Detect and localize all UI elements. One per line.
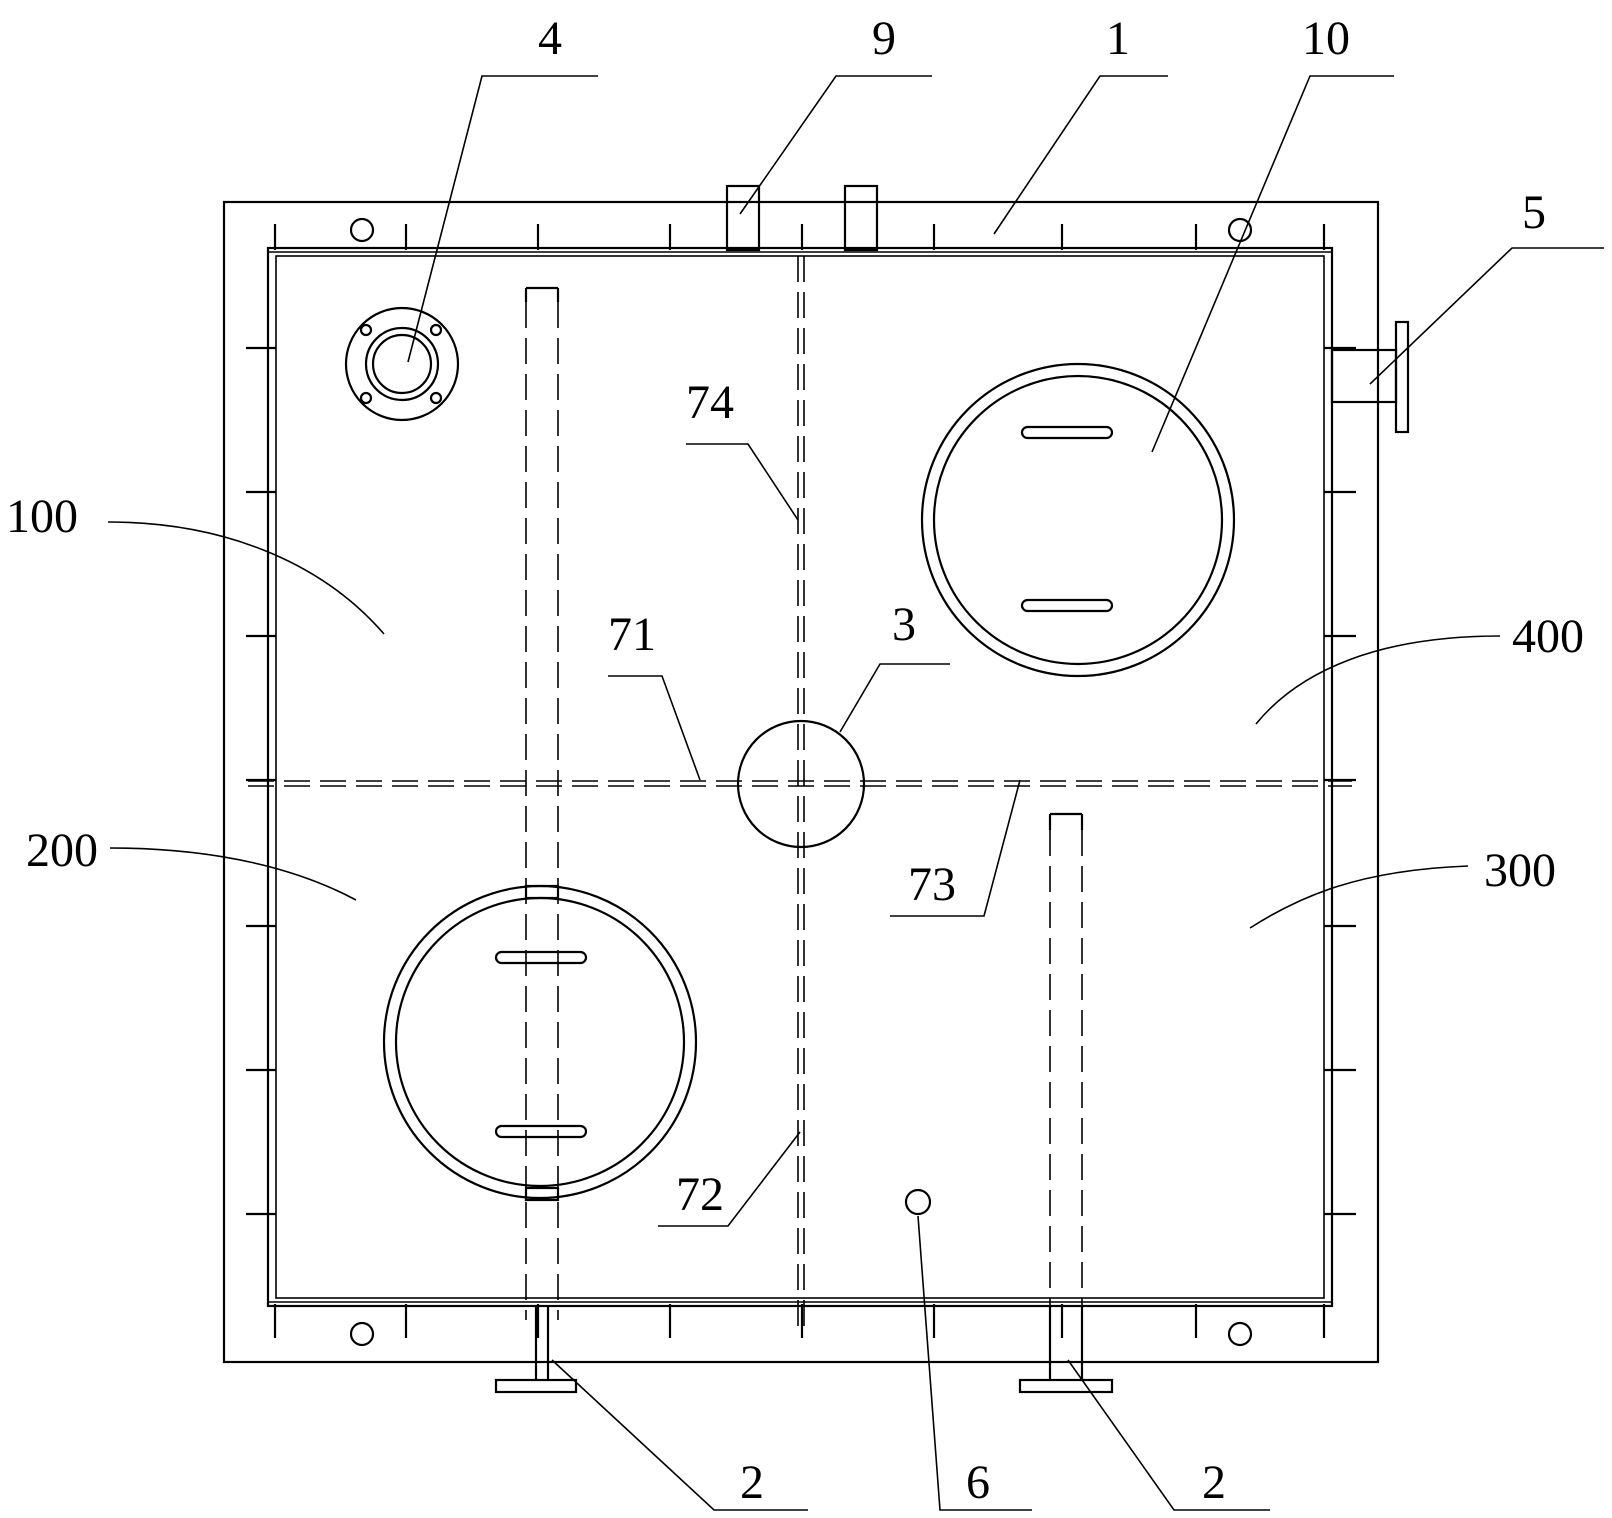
central-hub <box>736 719 866 849</box>
manhole-lower-inner <box>394 896 686 1188</box>
leader-72 <box>658 1131 801 1227</box>
label-2-left: 2 <box>740 1456 764 1509</box>
outer-frame <box>222 200 1380 1364</box>
corner-hole-top-left <box>349 217 375 243</box>
flange-bolt-hole <box>359 323 373 337</box>
manhole-upper-handle-bottom <box>1020 598 1114 613</box>
flange-bolt-hole <box>359 391 373 405</box>
label-73: 73 <box>908 858 956 911</box>
manhole-upper-handle-top <box>1020 425 1114 440</box>
leader-1 <box>993 75 1168 235</box>
left-pipe-sleeve <box>524 1186 560 1202</box>
leader-74 <box>686 443 799 521</box>
tank-body-inner-wall <box>275 255 1325 1299</box>
leader-2-left <box>551 1359 808 1511</box>
leader-10 <box>1151 75 1394 453</box>
leader-6 <box>917 1215 1032 1511</box>
corner-hole-bottom-right <box>1227 1321 1253 1347</box>
left-pipe-sleeve <box>524 884 560 900</box>
small-port <box>904 1188 932 1216</box>
left-outlet-flange <box>494 1378 578 1394</box>
label-200: 200 <box>26 824 98 877</box>
label-2-right: 2 <box>1202 1456 1226 1509</box>
leader-9 <box>739 75 932 215</box>
leader-71 <box>608 675 701 781</box>
flange-bolt-hole <box>429 323 443 337</box>
corner-hole-bottom-left <box>349 1321 375 1347</box>
label-300: 300 <box>1484 844 1556 897</box>
manhole-upper-inner <box>932 374 1224 666</box>
label-100: 100 <box>6 490 78 543</box>
leader-200 <box>109 847 357 901</box>
side-nozzle-flange <box>1394 320 1410 434</box>
manhole-lower-handle-top <box>494 950 588 965</box>
label-10: 10 <box>1302 12 1350 65</box>
leader-2-right <box>1067 1359 1270 1511</box>
right-outlet-flange <box>1018 1378 1114 1394</box>
label-6: 6 <box>966 1456 990 1509</box>
manhole-lower-handle-bottom <box>494 1124 588 1139</box>
flange-port-bore <box>371 333 433 395</box>
leader-73 <box>890 779 1021 917</box>
side-nozzle-pipe <box>1330 348 1398 404</box>
leader-3 <box>839 663 950 733</box>
label-4: 4 <box>538 12 562 65</box>
top-nozzle-right <box>843 184 879 252</box>
tank-body-outer-wall <box>266 246 1334 1308</box>
leader-5 <box>1369 247 1604 385</box>
label-9: 9 <box>872 12 896 65</box>
top-nozzle-left <box>725 184 761 252</box>
leader-400 <box>1255 635 1501 725</box>
flange-bolt-hole <box>429 391 443 405</box>
label-3: 3 <box>892 598 916 651</box>
label-5: 5 <box>1522 186 1546 239</box>
flange-port-ring <box>364 326 440 402</box>
manhole-upper-outer <box>920 362 1236 678</box>
leader-4 <box>407 75 598 363</box>
label-71: 71 <box>608 608 656 661</box>
manhole-lower-outer <box>382 884 698 1200</box>
label-400: 400 <box>1512 610 1584 663</box>
flange-port-outer <box>344 306 460 422</box>
leader-100 <box>107 521 385 635</box>
label-1: 1 <box>1106 12 1130 65</box>
leader-300 <box>1249 865 1469 929</box>
label-74: 74 <box>686 376 734 429</box>
bolt-studs <box>246 224 1356 1338</box>
label-72: 72 <box>676 1168 724 1221</box>
